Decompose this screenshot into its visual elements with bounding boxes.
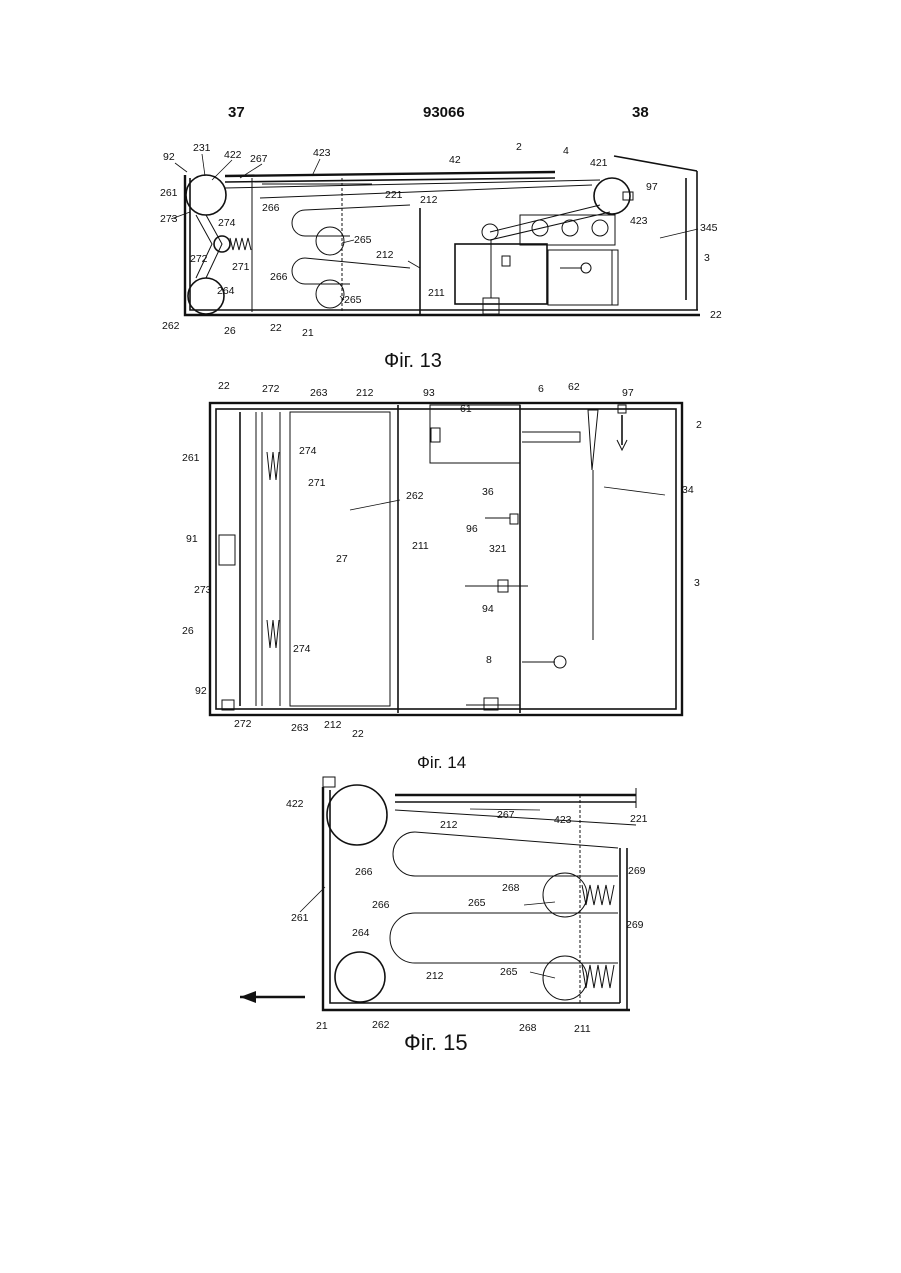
fig13-label: 231 [193,142,211,154]
fig13-label: 266 [270,271,288,283]
fig13-label: 212 [376,249,394,261]
figure-14-caption: Фіг. 14 [417,753,466,773]
fig13-label: 21 [302,327,314,339]
fig15-label: 269 [628,865,646,877]
fig14-label: 211 [412,540,429,552]
fig15-label: 221 [630,813,648,825]
fig15-label: 266 [355,866,373,878]
fig14-label: 94 [482,603,494,615]
fig15-label: 261 [291,912,309,924]
fig14-label: 271 [308,477,326,489]
fig13-label: 423 [313,147,331,159]
fig13-label: 211 [428,287,445,299]
fig14-label: 26 [182,625,194,637]
fig13-label: 97 [646,181,658,193]
fig13-label: 421 [590,157,608,169]
figure-14-labels: 22 272 263 212 93 61 6 62 97 2 261 274 2… [182,380,702,740]
leader-lines [171,154,698,978]
fig14-label: 272 [234,718,252,730]
fig15-label: 262 [372,1019,390,1031]
fig15-label: 212 [440,819,458,831]
figure-14-drawing [210,403,682,715]
fig13-label: 422 [224,149,242,161]
fig13-label: 261 [160,187,178,199]
fig15-label: 423 [554,814,572,826]
fig14-label: 262 [406,490,424,502]
fig14-label: 263 [310,387,328,399]
fig14-label: 8 [486,654,492,666]
fig13-label: 22 [270,322,282,334]
fig14-label: 62 [568,381,580,393]
fig15-label: 212 [426,970,444,982]
fig14-label: 212 [324,719,342,731]
fig13-label: 264 [217,285,235,297]
fig13-label: 4 [563,145,569,157]
fig15-label: 422 [286,798,304,810]
fig13-label: 274 [218,217,236,229]
fig13-label: 267 [250,153,268,165]
fig13-label: 423 [630,215,648,227]
fig14-label: 22 [352,728,364,740]
fig15-label: 266 [372,899,390,911]
fig14-label: 96 [466,523,478,535]
fig14-label: 27 [336,553,348,565]
fig13-label: 42 [449,154,461,166]
fig15-label: 268 [519,1022,537,1034]
fig14-label: 93 [423,387,435,399]
fig14-label: 263 [291,722,309,734]
fig13-label: 26 [224,325,236,337]
figure-13-caption: Фіг. 13 [384,350,442,373]
fig13-label: 221 [385,189,403,201]
fig15-label: 268 [502,882,520,894]
figure-15-labels: 422 267 212 423 221 266 268 269 265 261 … [286,798,648,1035]
fig14-label: 272 [262,383,280,395]
fig15-label: 267 [497,809,515,821]
fig13-label: 345 [700,222,718,234]
fig14-label: 97 [622,387,634,399]
fig15-label: 211 [574,1023,591,1035]
fig14-label: 261 [182,452,200,464]
fig14-label: 22 [218,380,230,392]
fig13-label: 92 [163,151,175,163]
fig15-label: 21 [316,1020,328,1032]
fig13-label: 265 [344,294,362,306]
fig14-label: 36 [482,486,494,498]
fig14-label: 91 [186,533,198,545]
fig13-label: 2 [516,141,522,153]
fig14-label: 61 [460,403,472,415]
fig14-label: 274 [293,643,311,655]
fig14-label: 274 [299,445,317,457]
fig14-label: 3 [694,577,700,589]
fig15-label: 265 [500,966,518,978]
fig13-label: 3 [704,252,710,264]
fig14-label: 321 [489,543,507,555]
fig14-label: 273 [194,584,212,596]
fig14-label: 6 [538,383,544,395]
fig13-label: 271 [232,261,250,273]
fig13-label: 272 [190,253,208,265]
fig13-label: 265 [354,234,372,246]
fig14-label: 212 [356,387,374,399]
fig15-label: 265 [468,897,486,909]
fig15-label: 269 [626,919,644,931]
fig14-label: 92 [195,685,207,697]
fig13-label: 266 [262,202,280,214]
fig13-label: 262 [162,320,180,332]
figure-15-caption: Фіг. 15 [404,1030,468,1056]
fig14-label: 2 [696,419,702,431]
fig14-label: 34 [682,484,694,496]
fig15-label: 264 [352,927,370,939]
fig13-label: 22 [710,309,722,321]
fig13-label: 212 [420,194,438,206]
fig13-label: 273 [160,213,178,225]
